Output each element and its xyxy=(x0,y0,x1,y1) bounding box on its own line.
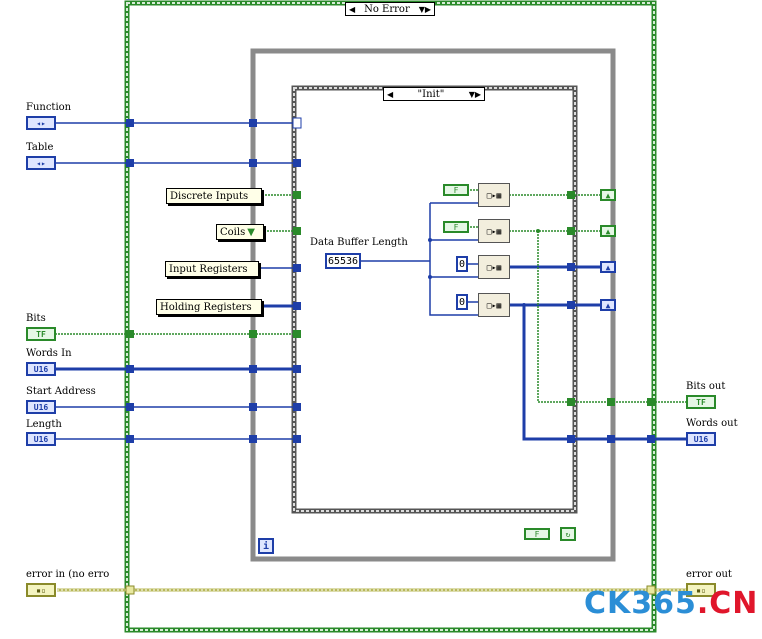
decrement-icon[interactable]: ◀ xyxy=(387,89,394,99)
boolean-wires xyxy=(55,189,686,403)
tunnels-green xyxy=(126,191,655,406)
words-in-control[interactable]: U16 xyxy=(26,362,56,376)
function-control[interactable]: ◂▸ xyxy=(26,116,56,130)
words-out-label: Words out xyxy=(686,418,738,429)
up-arrow-icon: ▲ xyxy=(600,261,616,273)
inner-case-frame-inner xyxy=(293,87,576,512)
outer-case-selector[interactable]: ◀ No Error ▼▶ xyxy=(345,2,435,16)
words-in-label: Words In xyxy=(26,348,72,359)
start-address-label: Start Address xyxy=(26,386,96,397)
inner-case-frame xyxy=(291,85,578,514)
error-out-label: error out xyxy=(686,569,732,580)
loop-iteration-terminal: i xyxy=(258,538,274,554)
discrete-inputs-ring[interactable]: Discrete Inputs xyxy=(166,188,262,204)
initialize-array-function-4[interactable]: □▸▦ xyxy=(478,293,510,317)
false-constant-2[interactable]: F xyxy=(443,221,469,233)
loop-condition-icon[interactable]: ↻ xyxy=(560,527,576,541)
dropdown-icon[interactable]: ▼▶ xyxy=(418,4,431,14)
zero-constant-2[interactable]: 0 xyxy=(456,294,468,310)
initialize-array-function-1[interactable]: □▸▦ xyxy=(478,183,510,207)
numeric-wires xyxy=(55,122,478,316)
stop-false-constant[interactable]: F xyxy=(524,528,550,540)
watermark-logo: CK365.CN xyxy=(584,586,759,621)
coils-ring[interactable]: Coils ▼ xyxy=(216,224,264,240)
holding-registers-ring[interactable]: Holding Registers xyxy=(156,299,262,315)
bits-out-label: Bits out xyxy=(686,381,726,392)
initialize-array-icon: □▸▦ xyxy=(486,300,502,310)
initialize-array-icon: □▸▦ xyxy=(486,262,502,272)
length-control[interactable]: U16 xyxy=(26,432,56,446)
outer-case-frame-inner xyxy=(126,2,655,631)
initialize-array-icon: □▸▦ xyxy=(486,226,502,236)
dropdown-icon[interactable]: ▼▶ xyxy=(468,89,481,99)
dropdown-icon[interactable]: ▼ xyxy=(247,226,255,238)
false-constant-1[interactable]: F xyxy=(443,184,469,196)
array-wires xyxy=(55,265,686,441)
error-in-control[interactable]: ▪▫ xyxy=(26,583,56,597)
up-arrow-icon: ▲ xyxy=(600,189,616,201)
words-out-indicator[interactable]: U16 xyxy=(686,432,716,446)
table-control[interactable]: ◂▸ xyxy=(26,156,56,170)
up-arrow-icon: ▲ xyxy=(600,299,616,311)
initialize-array-function-2[interactable]: □▸▦ xyxy=(478,219,510,243)
buffer-length-constant[interactable]: 65536 xyxy=(325,253,361,269)
zero-constant-1[interactable]: 0 xyxy=(456,256,468,272)
function-label: Function xyxy=(26,102,72,113)
tunnels-blue xyxy=(126,119,655,443)
initialize-array-function-3[interactable]: □▸▦ xyxy=(478,255,510,279)
input-registers-ring[interactable]: Input Registers xyxy=(165,261,259,277)
error-out-indicator[interactable]: ▪▫ xyxy=(686,583,716,597)
up-arrow-icon: ▲ xyxy=(600,225,616,237)
start-address-control[interactable]: U16 xyxy=(26,400,56,414)
error-in-label: error in (no erro xyxy=(26,569,110,580)
table-label: Table xyxy=(26,142,54,153)
bits-out-indicator[interactable]: TF xyxy=(686,395,716,409)
initialize-array-icon: □▸▦ xyxy=(486,190,502,200)
buffer-length-label: Data Buffer Length xyxy=(310,237,408,248)
bits-label: Bits xyxy=(26,313,46,324)
inner-case-selector[interactable]: ◀ "Init" ▼▶ xyxy=(383,87,485,101)
length-label: Length xyxy=(26,419,62,430)
decrement-icon[interactable]: ◀ xyxy=(349,4,356,14)
bits-control[interactable]: TF xyxy=(26,327,56,341)
